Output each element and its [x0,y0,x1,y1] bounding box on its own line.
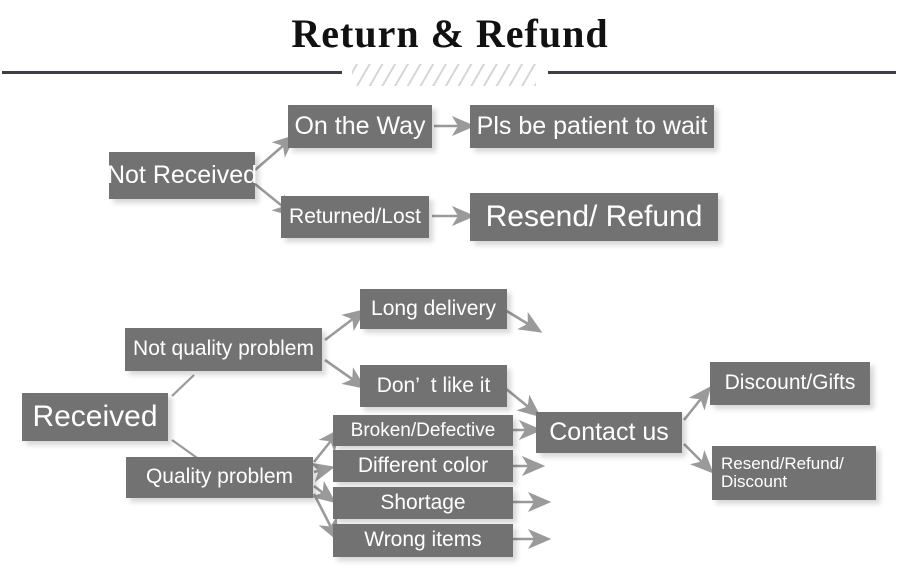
hatched-divider-icon [352,64,536,86]
node-pls-be-patient-to-wait[interactable]: Pls be patient to wait [470,105,714,148]
node-different-color[interactable]: Different color [333,450,513,482]
node-contact-us[interactable]: Contact us [536,412,682,453]
node-resend-refund[interactable]: Resend/ Refund [470,193,718,241]
node-shortage[interactable]: Shortage [333,487,513,519]
node-quality-problem[interactable]: Quality problem [126,457,313,498]
node-returned-lost[interactable]: Returned/Lost [281,196,429,238]
title-divider [0,64,900,86]
node-not-quality-problem[interactable]: Not quality problem [125,328,322,371]
node-on-the-way[interactable]: On the Way [288,105,432,148]
node-dont-like-it[interactable]: Don’ t like it [360,365,507,407]
node-discount-gifts[interactable]: Discount/Gifts [710,362,870,405]
divider-rule-right [548,71,896,74]
node-received[interactable]: Received [22,393,168,441]
watermark [800,38,896,98]
node-broken-defective[interactable]: Broken/Defective [333,415,513,446]
page-title: Return & Refund [291,11,609,56]
node-long-delivery[interactable]: Long delivery [360,289,507,329]
node-not-received[interactable]: Not Received [107,152,257,199]
divider-rule-left [2,71,342,74]
node-wrong-items[interactable]: Wrong items [333,524,513,557]
node-resend-refund-discount[interactable]: Resend/Refund/ Discount [712,446,876,500]
